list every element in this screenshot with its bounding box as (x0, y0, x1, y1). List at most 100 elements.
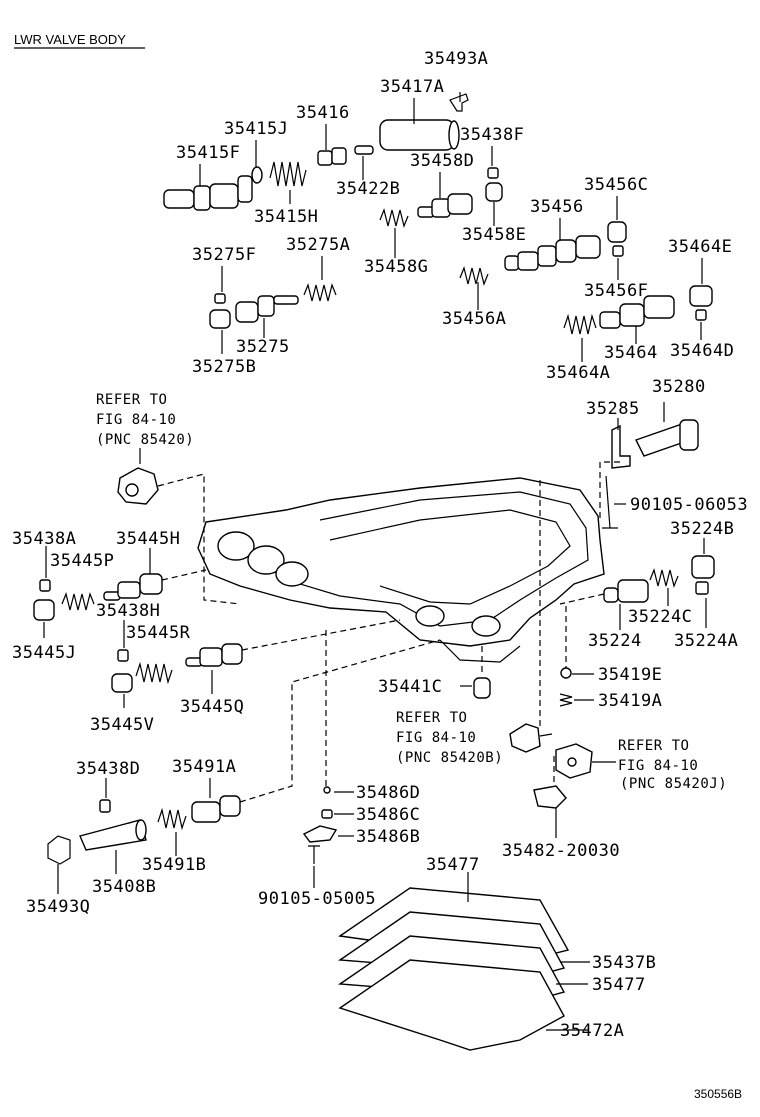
label-35415F: 35415F (176, 143, 240, 163)
plug-35224B (691, 555, 715, 579)
label-35445J: 35445J (12, 643, 76, 663)
spring-35275A (303, 283, 337, 302)
plug-35456C (607, 221, 627, 243)
pin-35422B (354, 145, 374, 155)
spring-35445R (135, 661, 173, 685)
label-90105-05005: 90105-05005 (258, 889, 376, 909)
spring-35419A (559, 693, 573, 707)
retainer-35224A (695, 581, 709, 595)
label-35464A: 35464A (546, 363, 610, 383)
spring-35458G (379, 208, 409, 228)
label-35416: 35416 (296, 103, 350, 123)
spring-35415H (269, 161, 307, 187)
label-35464: 35464 (604, 343, 658, 363)
solenoid-35280 (635, 419, 699, 457)
valve-35275 (235, 295, 299, 323)
label-35464D: 35464D (670, 341, 734, 361)
refer-part-85420 (117, 467, 159, 505)
refer-b-line3: (PNC 85420B) (396, 750, 503, 766)
refer-b-line2: FIG 84-10 (396, 730, 476, 746)
label-35438H: 35438H (96, 601, 160, 621)
dash-35285 (599, 461, 620, 520)
valve-35224 (603, 579, 649, 603)
diagram-title: LWR VALVE BODY (14, 32, 126, 47)
label-35408B: 35408B (92, 877, 156, 897)
label-35491A: 35491A (172, 757, 236, 777)
bracket-35285 (611, 424, 631, 469)
label-35417A: 35417A (380, 77, 444, 97)
plug-35438F (487, 167, 499, 179)
refer-a-line3: (PNC 85420) (96, 432, 194, 448)
label-35445V: 35445V (90, 715, 154, 735)
plug-35464E (689, 285, 713, 307)
plate-35486B (302, 825, 338, 843)
refer-c-line1: REFER TO (618, 738, 689, 754)
label-35419A: 35419A (598, 691, 662, 711)
dash-35445H (161, 569, 207, 581)
label-35445R: 35445R (126, 623, 191, 643)
label-90105-06053: 90105-06053 (630, 495, 748, 515)
dash-35445Q (241, 619, 401, 651)
ball-35419E (560, 667, 572, 679)
spring-35456A (459, 266, 489, 286)
label-35456F: 35456F (584, 281, 648, 301)
label-35275F: 35275F (192, 245, 256, 265)
clip-35493Q (47, 835, 71, 865)
refer-b-line1: REFER TO (396, 710, 467, 726)
label-35445H: 35445H (116, 529, 180, 549)
spring-35491B (157, 807, 187, 831)
label-35445Q: 35445Q (180, 697, 244, 717)
refer-c-line2: FIG 84-10 (618, 758, 698, 774)
bracket-35482-20030 (533, 785, 567, 809)
label-35477-top: 35477 (426, 855, 480, 875)
spring-seat-35486C (321, 809, 333, 819)
valve-35464 (599, 295, 675, 329)
label-35493A: 35493A (424, 49, 488, 69)
label-35422B: 35422B (336, 179, 400, 199)
label-35491B: 35491B (142, 855, 206, 875)
refer-part-85420J (555, 743, 593, 779)
refer-a-line2: FIG 84-10 (96, 412, 176, 428)
sleeve-35408B (79, 819, 147, 851)
label-35464E: 35464E (668, 237, 732, 257)
label-35224B: 35224B (670, 519, 734, 539)
plug-35416 (317, 147, 347, 166)
spring-35464A (563, 313, 597, 335)
retainer-35464D (695, 309, 707, 321)
label-35456C: 35456C (584, 175, 648, 195)
label-35458D: 35458D (410, 151, 474, 171)
label-35486B: 35486B (356, 827, 420, 847)
washer-35415J (251, 166, 263, 184)
valve-35456 (504, 235, 601, 271)
label-35456: 35456 (530, 197, 584, 217)
plug-35275B (209, 309, 231, 329)
valve-35491A (191, 795, 241, 823)
label-35486C: 35486C (356, 805, 420, 825)
label-35275A: 35275A (286, 235, 350, 255)
label-35438F: 35438F (460, 125, 524, 145)
refer-a-line1: REFER TO (96, 392, 167, 408)
label-35224C: 35224C (628, 607, 692, 627)
dash-refer-85420 (157, 473, 241, 605)
label-35493Q: 35493Q (26, 897, 90, 917)
label-35438D: 35438D (76, 759, 140, 779)
label-35477: 35477 (592, 975, 646, 995)
label-35456A: 35456A (442, 309, 506, 329)
plug-35445V (111, 673, 133, 693)
valve-35458D (417, 193, 473, 218)
bolt-90105-05005 (308, 845, 320, 864)
retainer-35456F (612, 245, 624, 257)
spring-35224C (649, 568, 679, 588)
label-35458G: 35458G (364, 257, 428, 277)
refer-c-line3: (PNC 85420J) (620, 776, 727, 792)
label-35482-20030: 35482-20030 (502, 841, 620, 861)
valve-35445Q (185, 643, 243, 667)
retainer-35438D (99, 799, 111, 813)
retainer-35438H (117, 649, 129, 662)
spring-35445P (61, 592, 95, 611)
dash-35224 (559, 593, 605, 605)
label-35438A: 35438A (12, 529, 76, 549)
label-35280: 35280 (652, 377, 706, 397)
